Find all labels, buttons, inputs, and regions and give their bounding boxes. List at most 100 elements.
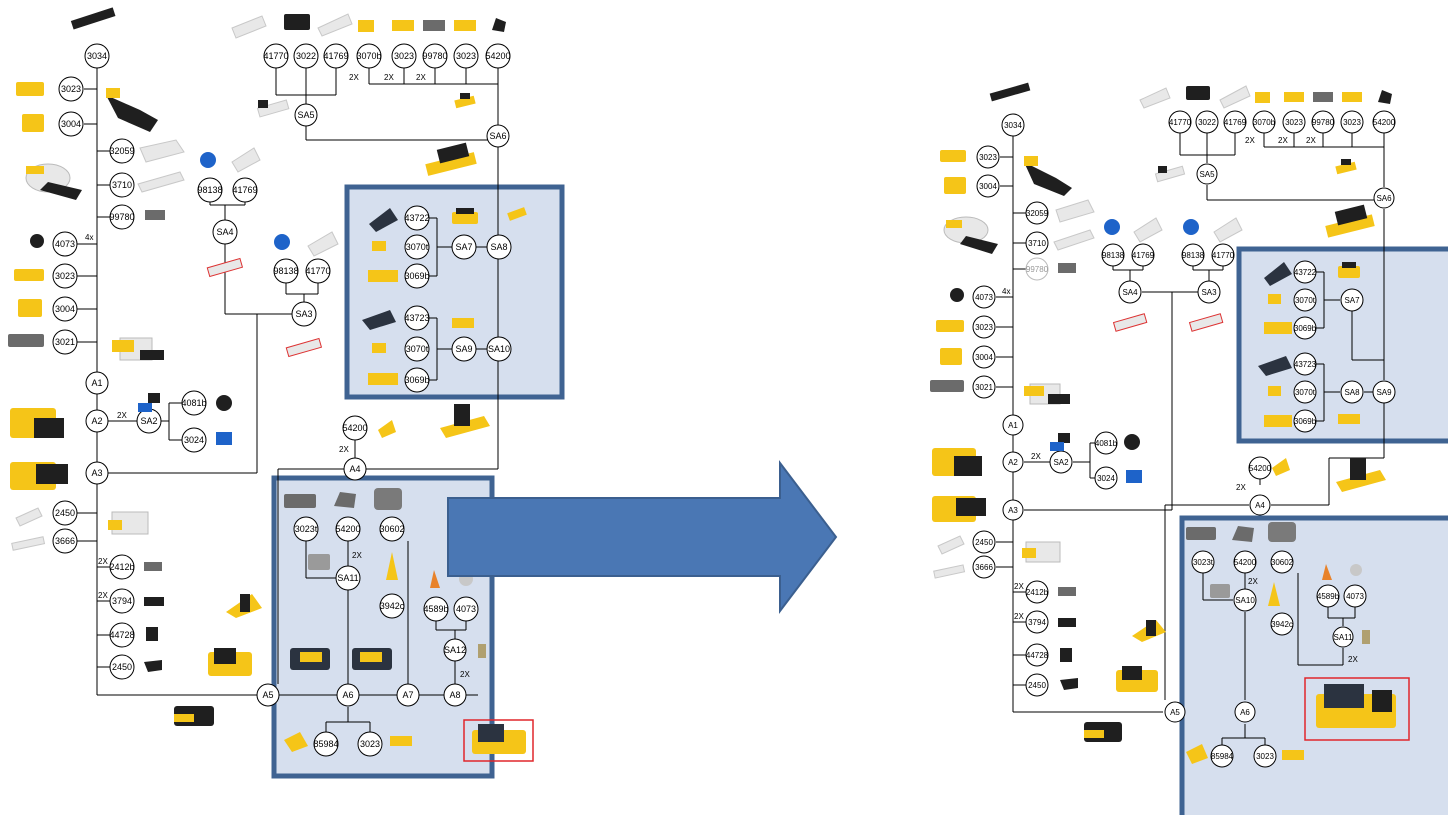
node-L_3021[interactable]: 3021 <box>52 329 78 355</box>
node-R_3070ta[interactable]: 3070t <box>1293 288 1317 312</box>
node-L_SA10[interactable]: SA10 <box>486 336 512 362</box>
node-R_3069ba[interactable]: 3069b <box>1293 316 1317 340</box>
node-R_54200c[interactable]: 54200 <box>1233 550 1257 574</box>
node-L_A5[interactable]: A5 <box>256 683 280 707</box>
node-L_SA6[interactable]: SA6 <box>486 124 510 148</box>
node-R_3794[interactable]: 3794 <box>1025 610 1049 634</box>
node-R_3666[interactable]: 3666 <box>972 555 996 579</box>
node-R_4589b[interactable]: 4589b <box>1316 584 1340 608</box>
node-R_85984[interactable]: 85984 <box>1210 744 1234 768</box>
node-L_44728[interactable]: 44728 <box>109 622 135 648</box>
node-R_A1[interactable]: A1 <box>1002 414 1024 436</box>
node-L_A8[interactable]: A8 <box>443 683 467 707</box>
node-L_85984[interactable]: 85984 <box>313 731 339 757</box>
final-model-selection[interactable] <box>463 719 534 762</box>
node-R_41769b[interactable]: 41769 <box>1131 243 1155 267</box>
node-L_99780a[interactable]: 99780 <box>109 204 135 230</box>
node-R_4073a[interactable]: 4073 <box>972 285 996 309</box>
node-R_SA6[interactable]: SA6 <box>1373 187 1395 209</box>
node-L_3022[interactable]: 3022 <box>293 43 319 69</box>
node-L_3023d[interactable]: 3023 <box>453 43 479 69</box>
node-R_SA5[interactable]: SA5 <box>1196 163 1218 185</box>
node-L_3070tb[interactable]: 3070t <box>404 336 430 362</box>
node-L_3023c[interactable]: 3023 <box>391 43 417 69</box>
node-R_A4[interactable]: A4 <box>1249 494 1271 516</box>
node-L_SA7[interactable]: SA7 <box>451 234 477 260</box>
node-R_3710[interactable]: 3710 <box>1025 231 1049 255</box>
node-R_A6[interactable]: A6 <box>1234 701 1256 723</box>
node-R_41770a[interactable]: 41770 <box>1168 110 1192 134</box>
node-R_SA3[interactable]: SA3 <box>1197 280 1221 304</box>
node-R_99780b[interactable]: 99780 <box>1311 110 1335 134</box>
node-R_SA8[interactable]: SA8 <box>1340 380 1364 404</box>
node-R_2450b[interactable]: 2450 <box>1025 673 1049 697</box>
node-R_3023c[interactable]: 3023 <box>1282 110 1306 134</box>
node-R_SA11[interactable]: SA11 <box>1332 626 1354 648</box>
node-R_3023e[interactable]: 3023 <box>1253 744 1277 768</box>
node-L_3070ta[interactable]: 3070t <box>404 234 430 260</box>
node-R_3023a[interactable]: 3023 <box>976 145 1000 169</box>
node-R_3070tb[interactable]: 3070t <box>1293 380 1317 404</box>
node-L_SA5[interactable]: SA5 <box>294 103 318 127</box>
node-R_43722[interactable]: 43722 <box>1293 260 1317 284</box>
node-L_A3[interactable]: A3 <box>85 461 109 485</box>
node-R_3942c[interactable]: 3942c <box>1270 612 1294 636</box>
node-R_4073b[interactable]: 4073 <box>1343 584 1367 608</box>
node-L_SA12[interactable]: SA12 <box>443 638 467 662</box>
node-R_3004a[interactable]: 3004 <box>976 174 1000 198</box>
node-R_A3[interactable]: A3 <box>1002 499 1024 521</box>
node-R_A5[interactable]: A5 <box>1164 701 1186 723</box>
node-R_A2[interactable]: A2 <box>1002 451 1024 473</box>
node-L_3023e[interactable]: 3023 <box>357 731 383 757</box>
node-L_41770b[interactable]: 41770 <box>305 258 331 284</box>
node-L_2450a[interactable]: 2450 <box>52 500 78 526</box>
node-L_3023a[interactable]: 3023 <box>58 76 84 102</box>
node-L_3942c[interactable]: 3942c <box>379 593 405 619</box>
node-R_98138a[interactable]: 98138 <box>1101 243 1125 267</box>
node-R_3021[interactable]: 3021 <box>972 375 996 399</box>
node-R_SA2[interactable]: SA2 <box>1049 450 1073 474</box>
node-L_3004a[interactable]: 3004 <box>58 111 84 137</box>
node-L_43723[interactable]: 43723 <box>404 305 430 331</box>
node-R_54200a[interactable]: 54200 <box>1372 110 1396 134</box>
node-R_2450a[interactable]: 2450 <box>972 530 996 554</box>
node-L_54200b[interactable]: 54200 <box>342 415 368 441</box>
node-R_44728[interactable]: 44728 <box>1025 643 1049 667</box>
node-L_2412b[interactable]: 2412b <box>109 554 135 580</box>
node-L_4073a[interactable]: 4073 <box>52 231 78 257</box>
node-L_30602[interactable]: 30602 <box>379 516 405 542</box>
node-L_3070b[interactable]: 3070b <box>356 43 382 69</box>
node-R_3022[interactable]: 3022 <box>1195 110 1219 134</box>
node-L_43722[interactable]: 43722 <box>404 205 430 231</box>
node-L_A2[interactable]: A2 <box>85 409 109 433</box>
node-L_4589b[interactable]: 4589b <box>423 596 449 622</box>
node-R_98138b[interactable]: 98138 <box>1181 243 1205 267</box>
node-L_3034[interactable]: 3034 <box>84 43 110 69</box>
node-L_3023t[interactable]: 3023t <box>293 516 319 542</box>
node-L_A7[interactable]: A7 <box>396 683 420 707</box>
node-R_SA9[interactable]: SA9 <box>1372 380 1396 404</box>
node-L_99780b[interactable]: 99780 <box>422 43 448 69</box>
node-L_41769a[interactable]: 41769 <box>323 43 349 69</box>
node-L_4081b[interactable]: 4081b <box>181 390 207 416</box>
node-L_SA11[interactable]: SA11 <box>335 565 361 591</box>
node-L_3069bb[interactable]: 3069b <box>404 367 430 393</box>
node-R_32059[interactable]: 32059 <box>1025 201 1049 225</box>
node-R_SA7[interactable]: SA7 <box>1340 288 1364 312</box>
node-R_99780a[interactable]: 99780 <box>1025 257 1049 281</box>
node-L_A4[interactable]: A4 <box>343 457 367 481</box>
node-L_A6[interactable]: A6 <box>336 683 360 707</box>
node-L_98138b[interactable]: 98138 <box>273 258 299 284</box>
node-L_A1[interactable]: A1 <box>85 371 109 395</box>
node-R_41769a[interactable]: 41769 <box>1223 110 1247 134</box>
node-R_3034[interactable]: 3034 <box>1001 113 1025 137</box>
node-L_54200a[interactable]: 54200 <box>485 43 511 69</box>
node-R_43723[interactable]: 43723 <box>1293 352 1317 376</box>
node-L_SA9[interactable]: SA9 <box>451 336 477 362</box>
node-L_2450b[interactable]: 2450 <box>109 654 135 680</box>
node-R_3069bb[interactable]: 3069b <box>1293 409 1317 433</box>
node-L_3004b[interactable]: 3004 <box>52 296 78 322</box>
node-L_3024[interactable]: 3024 <box>181 427 207 453</box>
node-R_4081b[interactable]: 4081b <box>1094 431 1118 455</box>
node-L_SA3[interactable]: SA3 <box>291 301 317 327</box>
